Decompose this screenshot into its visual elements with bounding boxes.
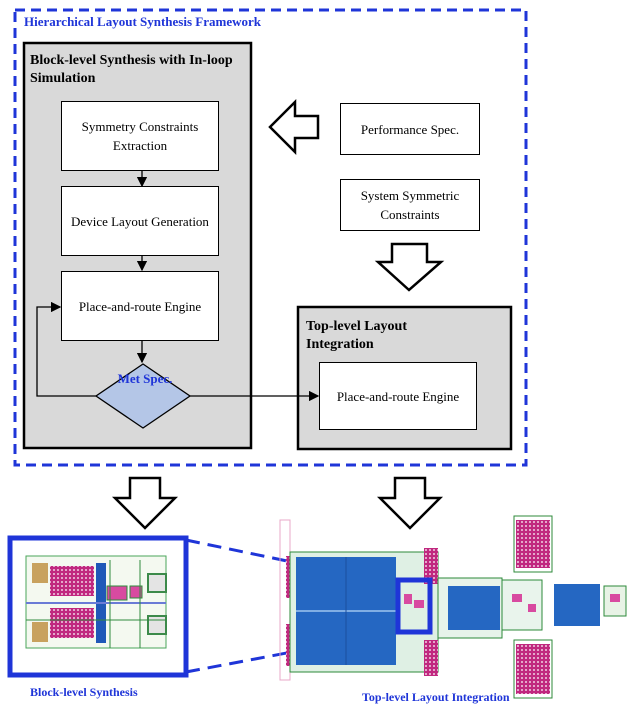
top-output-arrow [376, 476, 444, 530]
block-caption: Block-level Synthesis [30, 685, 138, 699]
performance-input-arrow [268, 98, 320, 156]
symmetry-constraints-box: Symmetry Constraints Extraction [61, 101, 219, 171]
place-route-engine-box: Place-and-route Engine [61, 271, 219, 341]
feedback-loop-arrow [36, 301, 96, 397]
block-layout-image [7, 535, 189, 678]
system-constraints-box: System Symmetric Constraints [340, 179, 480, 231]
device-layout-label: Device Layout Generation [71, 213, 209, 229]
framework-title: Hierarchical Layout Synthesis Framework [24, 14, 261, 29]
performance-spec-label: Performance Spec. [360, 121, 460, 137]
place-route-engine-label: Place-and-route Engine [78, 298, 202, 314]
top-place-route-label: Place-and-route Engine [336, 388, 460, 404]
top-layout-image [279, 515, 627, 699]
top-caption: Top-level Layout Integration [362, 690, 510, 704]
met-spec-label: Met Spec. [117, 371, 173, 386]
framework-border [13, 8, 528, 467]
top-level-title: Top-level Layout Integration [306, 319, 407, 352]
performance-spec-box: Performance Spec. [340, 103, 480, 155]
symmetry-constraints-label: Symmetry Constraints Extraction [81, 119, 199, 153]
constraints-down-arrow [374, 242, 445, 292]
met-spec-diamond [94, 363, 192, 429]
top-place-route-box: Place-and-route Engine [319, 362, 477, 430]
block-level-title: Block-level Synthesis with In-loop Simul… [30, 53, 233, 86]
block-output-arrow [111, 476, 179, 530]
device-layout-box: Device Layout Generation [61, 186, 219, 256]
system-constraints-label: System Symmetric Constraints [360, 188, 460, 222]
